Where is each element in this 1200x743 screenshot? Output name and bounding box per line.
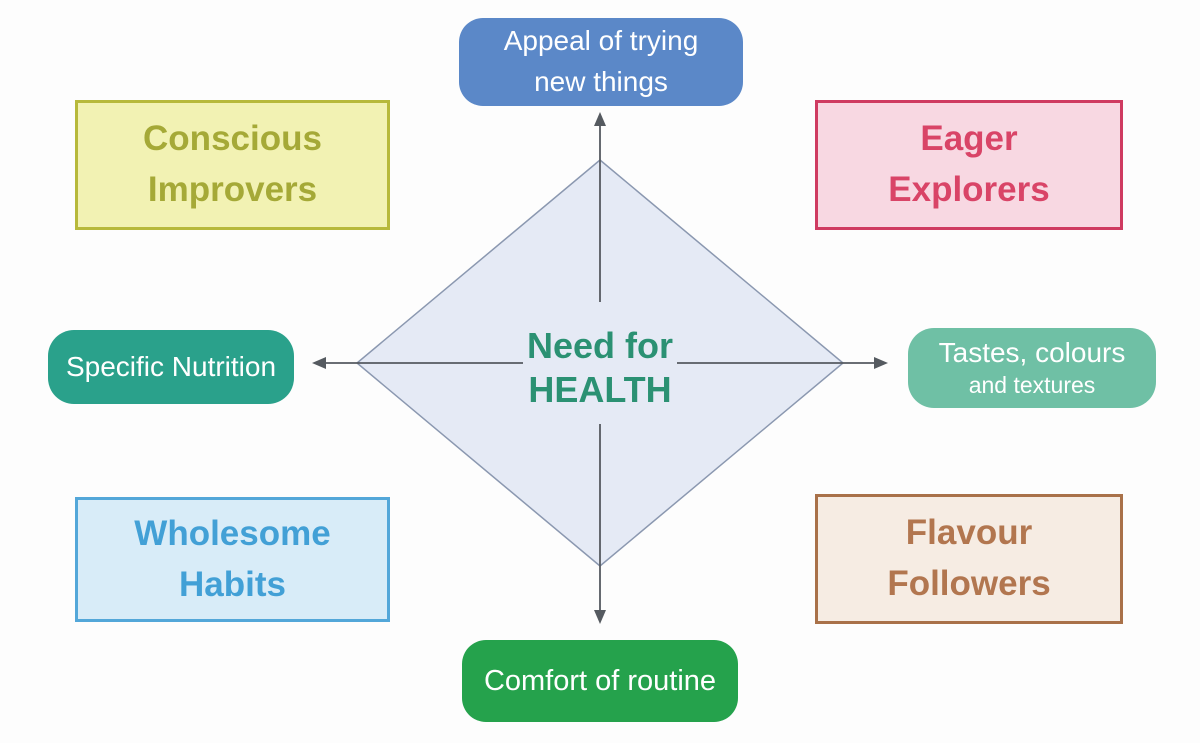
axis-top-line2: new things [534,66,668,97]
quadrant-br-line2: Followers [887,564,1051,603]
center-label-line2: HEALTH [528,368,672,410]
arrow-down-icon [594,610,606,624]
axis-label-top: Appeal of trying new things [459,18,743,106]
arrow-right-icon [874,357,888,369]
axis-top-line1: Appeal of trying [503,25,699,57]
axis-right-line1: Tastes, colours [938,336,1126,368]
quadrant-tl-line2: Improvers [147,170,318,209]
quadrant-tr-line2: Explorers [888,170,1050,209]
arrow-up-icon [594,112,606,126]
quadrant-box-flavour-followers: Flavour Followers [815,494,1123,624]
quadrant-bl-line1: Wholesome [134,513,331,553]
center-label-line1: Need for [526,325,674,366]
quadrant-box-wholesome-habits: Wholesome Habits [75,497,390,622]
axis-right-line2: and textures [968,372,1096,399]
center-label: Need for HEALTH [470,324,730,412]
quadrant-tl-line1: Conscious [143,119,322,159]
axis-label-left: Specific Nutrition [48,330,294,404]
arrow-left-icon [312,357,326,369]
quadrant-box-eager-explorers: Eager Explorers [815,100,1123,230]
quadrant-br-line1: Flavour [905,513,1033,553]
quadrant-box-conscious-improvers: Conscious Improvers [75,100,390,230]
quadrant-tr-line1: Eager [920,119,1018,159]
axis-label-bottom: Comfort of routine [462,640,738,722]
axis-label-right: Tastes, colours and textures [908,328,1156,408]
quadrant-bl-line2: Habits [179,564,286,604]
